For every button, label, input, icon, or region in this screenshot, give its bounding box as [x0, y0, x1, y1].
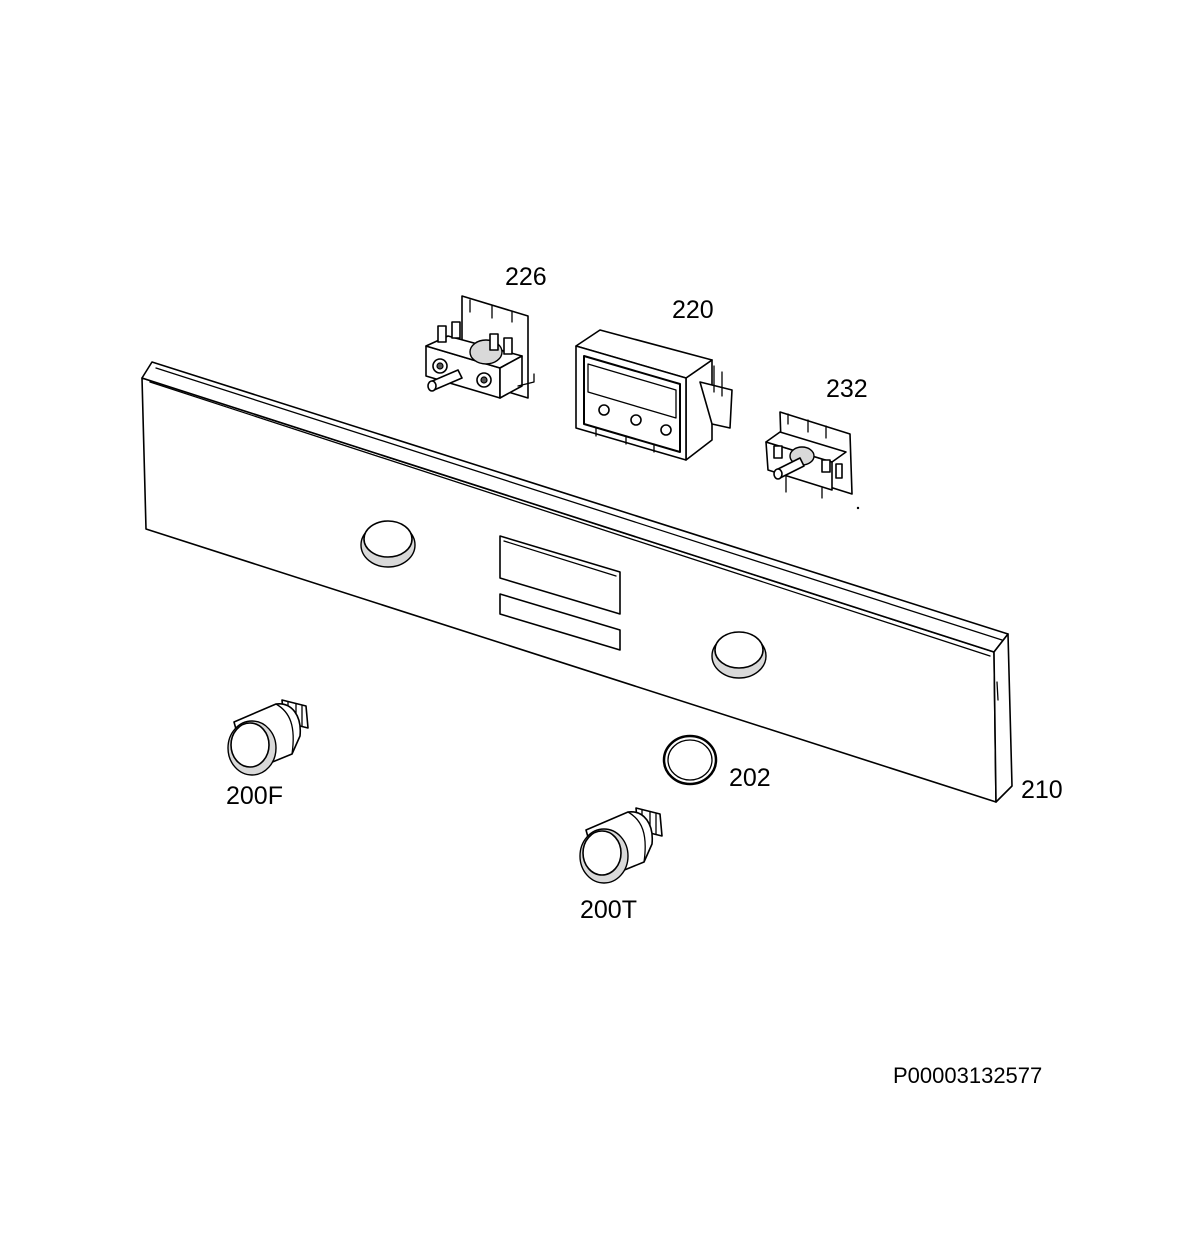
selector-switch-226	[425, 295, 535, 399]
label-200T: 200T	[580, 896, 637, 924]
label-210: 210	[1021, 776, 1063, 804]
knob-200T	[579, 807, 663, 884]
label-200F: 200F	[226, 782, 283, 810]
drawing-code: P00003132577	[893, 1063, 1042, 1088]
panel-knob-hole-left	[360, 520, 416, 568]
panel-display-window	[499, 535, 621, 615]
panel-button-strip	[499, 593, 621, 651]
knob-200F	[227, 699, 309, 776]
panel-knob-hole-right	[711, 631, 767, 679]
label-202: 202	[729, 764, 771, 792]
label-220: 220	[672, 296, 714, 324]
label-232: 232	[826, 375, 868, 403]
ring-202	[662, 734, 718, 786]
label-226: 226	[505, 263, 547, 291]
thermostat-232	[765, 411, 860, 510]
electronic-timer-220	[575, 329, 733, 461]
control-panel-210	[141, 361, 1013, 803]
